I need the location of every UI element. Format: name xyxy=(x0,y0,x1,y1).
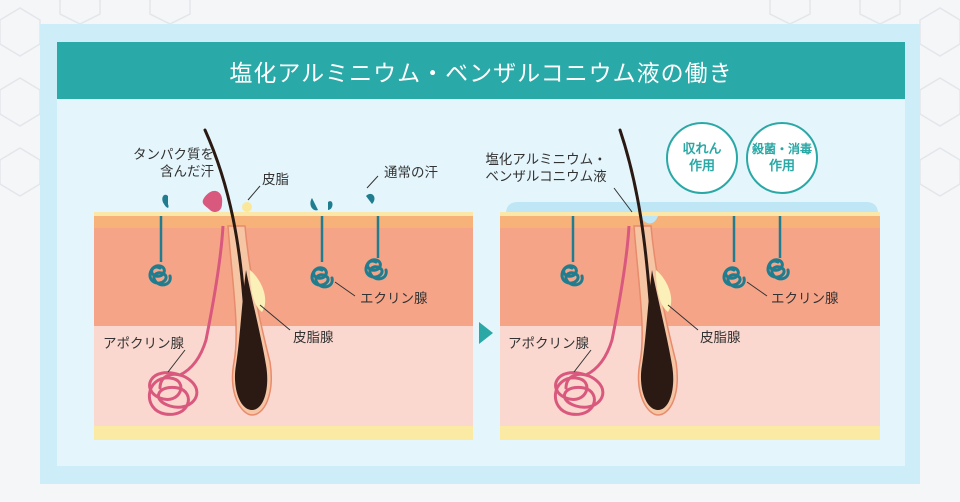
right-sebaceous-gland xyxy=(656,270,672,312)
left-hair-shaft xyxy=(203,128,246,302)
label-left-sebaceous: 皮脂腺 xyxy=(293,330,334,346)
left-apocrine-coil xyxy=(148,371,199,416)
right-apocrine-coil xyxy=(554,371,605,416)
label-left-apocrine: アポクリン腺 xyxy=(103,336,184,352)
left-hair-bulb xyxy=(234,270,268,410)
transition-arrow-icon xyxy=(479,322,493,344)
label-solution: 塩化アルミニウム・ ベンザルコニウム液 xyxy=(485,152,607,185)
left-surface-line xyxy=(94,212,473,216)
left-eccrine-gland-2 xyxy=(310,198,334,289)
label-right-sebaceous: 皮脂腺 xyxy=(700,330,741,346)
badge-sterilize-action: 殺菌・消毒 作用 xyxy=(746,122,818,194)
left-sebum-drop xyxy=(242,202,252,212)
left-eccrine-gland-1 xyxy=(148,194,172,287)
right-apocrine-duct xyxy=(585,225,631,377)
right-solution-layer xyxy=(506,202,878,214)
left-eccrine-gland-3 xyxy=(364,193,388,281)
label-left-eccrine: エクリン腺 xyxy=(360,291,428,307)
left-sebaceous-gland xyxy=(250,270,266,312)
right-epidermis xyxy=(500,216,880,228)
left-skin-block xyxy=(94,128,473,440)
right-hair-shaft xyxy=(618,128,652,302)
right-hair-bulb xyxy=(640,270,674,410)
left-epidermis xyxy=(94,216,473,228)
right-bottom-layer xyxy=(500,426,880,440)
right-eccrine-gland-3 xyxy=(766,216,790,281)
right-dermis xyxy=(500,228,880,326)
label-normal-sweat: 通常の汗 xyxy=(384,165,438,181)
badge-astringent-action: 収れん 作用 xyxy=(666,122,738,194)
left-bottom-layer xyxy=(94,426,473,440)
right-skin-block xyxy=(500,128,880,440)
left-apocrine-duct xyxy=(179,225,225,377)
diagram-title: 塩化アルミニウム・ベンザルコニウム液の働き xyxy=(57,42,905,99)
label-right-apocrine: アポクリン腺 xyxy=(508,336,589,352)
label-protein-sweat: タンパク質を 含んだ汗 xyxy=(133,147,214,180)
label-right-eccrine: エクリン腺 xyxy=(771,291,839,307)
right-eccrine-gland-1 xyxy=(560,216,584,287)
left-protein-sweat-drop xyxy=(202,190,223,212)
label-sebum: 皮脂 xyxy=(262,172,289,188)
right-eccrine-gland-2 xyxy=(722,216,746,289)
right-surface-line xyxy=(500,212,880,216)
